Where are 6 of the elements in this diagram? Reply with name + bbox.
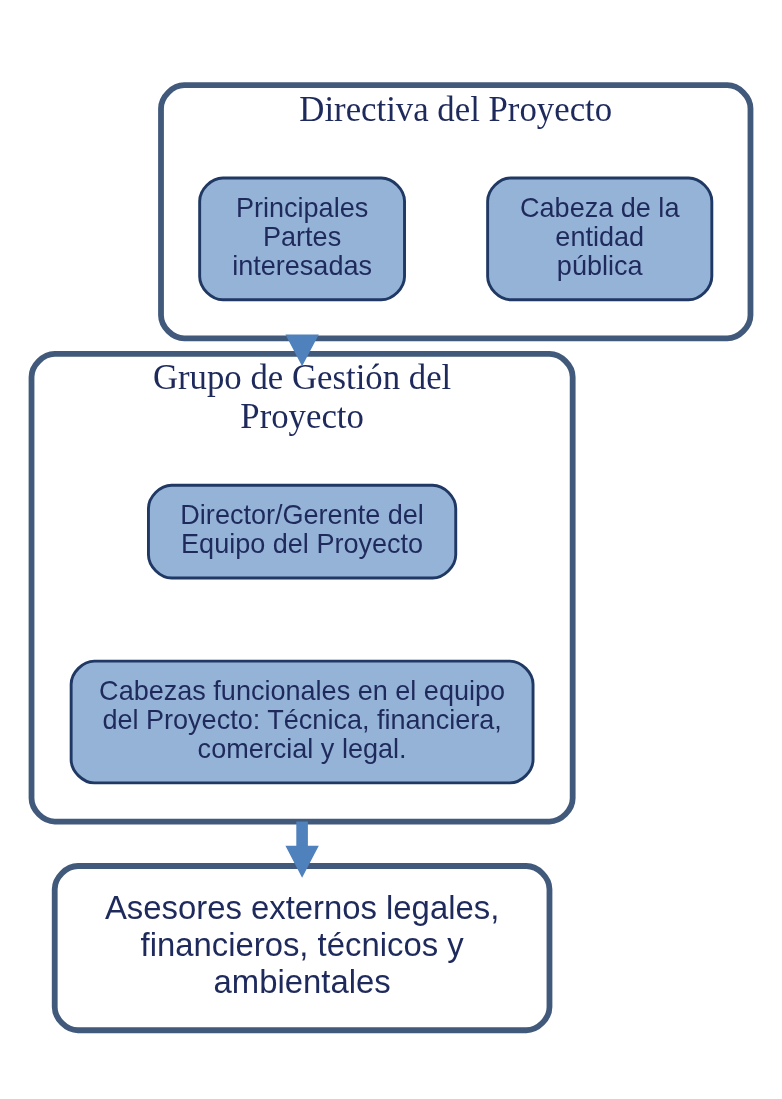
node-box: Director/Gerente del Equipo del Proyecto [147,483,458,579]
node-box: Principales Partes interesadas [198,176,406,301]
node-box: Cabeza de la entidad pública [486,176,714,301]
node-box: Asesores externos legales, financieros, técnicos y ambientales [51,862,553,1033]
arrow [285,821,319,878]
node-box: Cabezas funcionales en el equipo del Proyecto: Técnica, financiera, comercial y legal. [69,659,535,784]
